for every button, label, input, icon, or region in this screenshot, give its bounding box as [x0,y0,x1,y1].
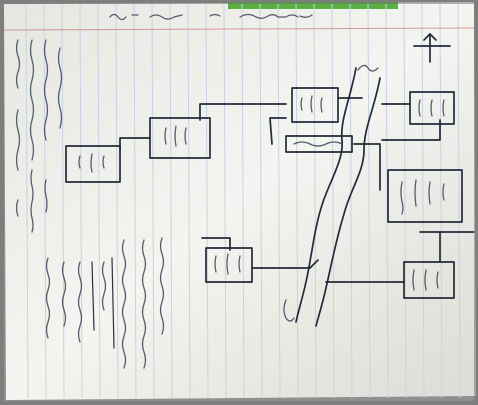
box-bottom-right [403,261,455,299]
box-right-large [387,169,463,223]
box-mid-small [285,135,353,153]
left-notes-block [15,39,63,233]
box-left-top [149,117,211,159]
north-arrow-icon [413,33,451,63]
box-top-right [409,91,455,125]
top-handwriting [109,13,313,21]
margin-line [3,27,475,31]
box-left-vertical [65,145,121,183]
box-bottom-left [205,247,253,283]
box-mid-top [291,87,339,123]
notebook-page [4,2,476,400]
bottom-left-notes [45,237,165,369]
stream [283,64,381,327]
rule-lines [25,3,461,399]
green-tape [228,2,398,9]
